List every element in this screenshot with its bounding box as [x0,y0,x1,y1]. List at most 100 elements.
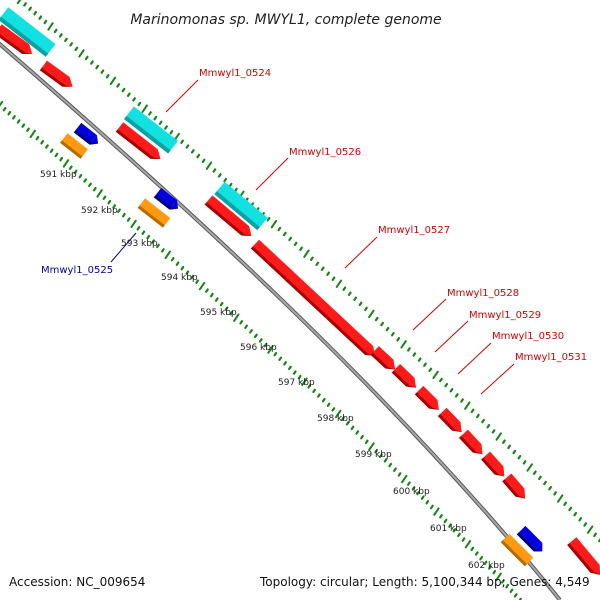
major-tick-mark [78,49,85,58]
forward-cds-arrow[interactable] [481,451,509,481]
gene-label[interactable]: Mmwyl1_0529 [469,310,541,321]
minor-tick-mark [479,555,484,561]
gene-label[interactable]: Mmwyl1_0526 [289,147,361,158]
gene-label[interactable]: Mmwyl1_0525 [41,265,113,276]
forward-cds-arrow[interactable] [502,473,529,502]
minor-tick-mark [16,119,21,124]
minor-tick-mark [234,187,238,193]
minor-tick-mark [73,169,78,175]
minor-tick-mark [598,538,600,543]
minor-tick-mark [331,276,336,281]
major-tick-mark [401,474,408,484]
minor-tick-mark [239,320,244,325]
minor-tick-mark [90,60,94,65]
major-tick-mark [526,463,533,472]
reverse-cds-arrow[interactable] [516,525,547,556]
minor-tick-mark [430,504,434,510]
forward-cds-arrow[interactable] [115,122,164,163]
major-tick-mark [130,219,137,229]
forward-cds-arrow[interactable] [567,537,600,578]
cyan-feature[interactable] [214,181,268,231]
minor-tick-mark [364,439,369,445]
minor-tick-mark [492,569,497,575]
minor-tick-mark [122,212,126,218]
minor-tick-mark [84,55,89,61]
forward-cds-arrow[interactable] [414,385,443,414]
minor-tick-mark [383,458,388,463]
minor-tick-mark [164,125,168,130]
minor-tick-mark [112,204,117,209]
minor-tick-mark [312,388,317,394]
major-tick-mark [96,189,103,198]
minor-tick-mark [170,257,175,262]
major-tick-mark [267,345,274,354]
minor-tick-mark [315,261,320,266]
minor-tick-mark [488,565,492,570]
minor-tick-mark [341,416,345,421]
major-tick-mark [109,76,117,86]
forward-cds-arrow[interactable] [459,429,487,459]
gene-label[interactable]: Mmwyl1_0527 [378,225,450,236]
major-tick-mark [495,432,502,441]
minor-tick-mark [273,351,278,357]
cyan-feature[interactable] [124,106,178,154]
minor-tick-mark [563,501,568,506]
gene-label[interactable]: Mmwyl1_0528 [447,288,519,299]
major-tick-mark [556,494,564,503]
minor-tick-mark [288,365,292,371]
minor-tick-mark [54,152,59,158]
major-tick-mark [495,572,502,581]
major-tick-mark [205,161,213,170]
forward-cds-arrow[interactable] [0,24,36,58]
orange-feature[interactable] [500,533,534,567]
minor-tick-mark [169,130,174,135]
minor-tick-mark [116,83,121,88]
minor-tick-mark [342,286,347,291]
reverse-cds-arrow[interactable] [73,122,102,148]
major-tick-mark [0,100,4,107]
leader-line [480,363,515,395]
gene-label[interactable]: Mmwyl1_0524 [199,68,271,79]
minor-tick-mark [522,460,527,465]
forward-cds-arrow[interactable] [391,363,420,392]
cyan-feature[interactable] [0,7,56,57]
minor-tick-mark [460,398,464,403]
kbp-label: 593 kbp [121,239,158,249]
major-tick-mark [432,370,439,380]
forward-cds-arrow[interactable] [437,407,466,436]
orange-feature[interactable] [60,133,88,159]
orange-feature[interactable] [137,198,171,228]
minor-tick-mark [151,239,155,244]
minor-tick-mark [92,186,97,192]
gene-label[interactable]: Mmwyl1_0531 [515,352,587,363]
forward-cds-arrow[interactable] [39,60,76,92]
minor-tick-mark [126,92,131,97]
minor-tick-mark [38,15,43,20]
minor-tick-mark [347,291,352,296]
leader-line [344,236,378,269]
minor-tick-mark [360,434,364,440]
forward-cds-arrow[interactable] [204,195,256,240]
minor-tick-mark [78,174,83,179]
kbp-label: 598 kbp [317,414,354,424]
minor-tick-mark [517,454,522,460]
reverse-cds-arrow[interactable] [153,187,182,213]
minor-tick-mark [461,537,466,542]
minor-tick-mark [88,182,92,188]
minor-tick-mark [505,583,510,589]
forward-cds-arrow[interactable] [370,346,400,374]
minor-tick-mark [470,408,475,414]
label-leader-lines [110,79,515,395]
minor-tick-mark [33,10,38,16]
minor-tick-mark [288,236,293,242]
minor-tick-mark [310,256,314,261]
minor-tick-mark [449,388,454,393]
minor-tick-mark [307,384,312,389]
minor-tick-mark [253,333,258,339]
minor-tick-mark [224,306,229,311]
minor-tick-mark [141,230,146,235]
forward-cds-arrow[interactable] [250,239,379,361]
gene-label[interactable]: Mmwyl1_0530 [492,331,564,342]
